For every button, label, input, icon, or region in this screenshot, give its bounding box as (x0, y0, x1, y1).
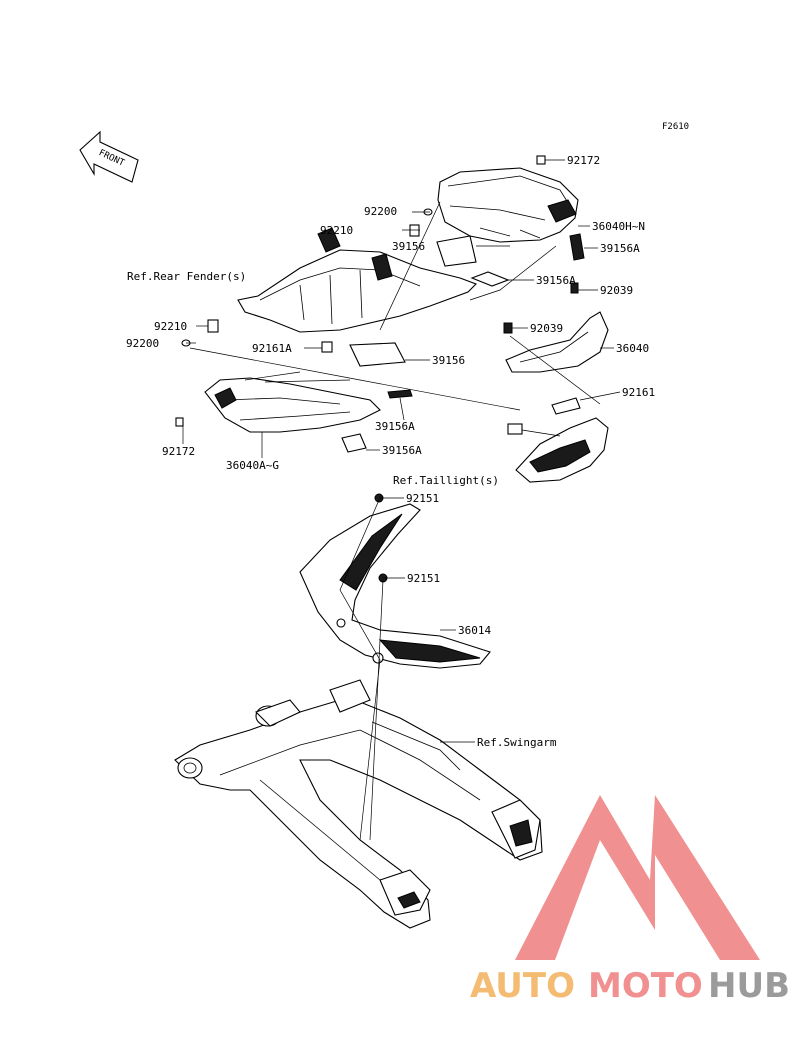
watermark-text-hub: HUB (708, 966, 790, 1006)
label-92039-mid: 92039 (530, 322, 563, 335)
watermark-logo: AUTO MOTO HUB (470, 795, 790, 1006)
watermark-text-moto: MOTO (588, 966, 703, 1006)
rear-fender (237, 227, 477, 333)
seat-cowl-upper (437, 167, 579, 243)
sticker-39156-mid (349, 342, 406, 367)
part-labels: 92172 92200 92210 36040H~N 39156 39156A … (126, 154, 655, 749)
label-92200-top: 92200 (364, 205, 397, 218)
label-92151-mid: 92151 (407, 572, 440, 585)
clip-92161 (551, 397, 581, 415)
collar-92210-top (409, 224, 420, 237)
sticker-39156A-low (387, 389, 413, 399)
collar-92210-left (207, 319, 219, 333)
label-ref-taillight: Ref.Taillight(s) (393, 474, 499, 487)
label-39156A-low: 39156A (375, 420, 415, 433)
bolt-92172-top (536, 155, 546, 165)
sticker-39156A-top (569, 233, 585, 261)
watermark-text-auto: AUTO (470, 966, 575, 1006)
figure-code: F2610 (662, 122, 689, 132)
label-92200-left: 92200 (126, 337, 159, 350)
label-39156-mid: 39156 (432, 354, 465, 367)
label-92161A: 92161A (252, 342, 292, 355)
watermark-triangle-icon (515, 795, 760, 960)
label-ref-rear-fender: Ref.Rear Fender(s) (127, 270, 246, 283)
label-39156A-top: 39156A (600, 242, 640, 255)
sticker-39156A-bottom (341, 433, 367, 453)
label-92151-top: 92151 (406, 492, 439, 505)
label-36040AG: 36040A~G (226, 459, 279, 472)
rear-cover-36014 (299, 503, 491, 669)
label-36040: 36040 (616, 342, 649, 355)
label-36014: 36014 (458, 624, 491, 637)
label-39156A-bottom: 39156A (382, 444, 422, 457)
bolt-92172-left (175, 417, 184, 427)
sticker-39156-top (436, 235, 477, 267)
taillight (507, 417, 609, 483)
leader-lines (182, 159, 621, 841)
clip-92161A (321, 341, 333, 353)
side-cover-left (204, 377, 381, 433)
swingarm (174, 679, 543, 929)
label-ref-swingarm: Ref.Swingarm (477, 736, 557, 749)
label-39156A-mid: 39156A (536, 274, 576, 287)
label-92172-left: 92172 (162, 445, 195, 458)
front-arrow-icon: FRONT (79, 130, 139, 183)
label-39156-top: 39156 (392, 240, 425, 253)
side-cover-right (505, 311, 609, 373)
clip-92039-right (570, 282, 579, 294)
label-92039-right: 92039 (600, 284, 633, 297)
sticker-39156A-mid (470, 271, 510, 287)
label-92210-top: 92210 (320, 224, 353, 237)
label-92161: 92161 (622, 386, 655, 399)
clip-92039-mid (503, 322, 513, 334)
label-92172-top: 92172 (567, 154, 600, 167)
label-36040HN: 36040H~N (592, 220, 645, 233)
label-92210-left: 92210 (154, 320, 187, 333)
